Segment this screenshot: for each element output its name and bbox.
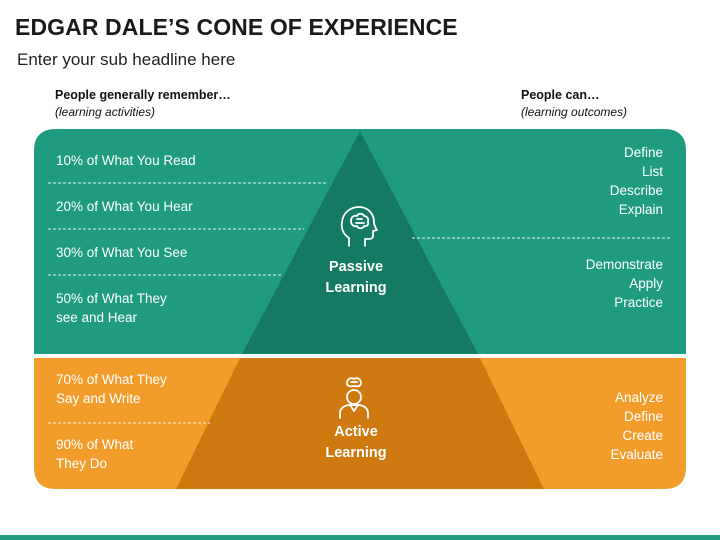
activity-read: 10% of What You Read: [56, 153, 196, 168]
right-column-header: People can… (learning outcomes): [521, 87, 627, 121]
activity-hear: 20% of What You Hear: [56, 199, 193, 214]
outcomes-passive-1: Define List Describe Explain: [609, 145, 663, 217]
outcomes-passive-2: Demonstrate Apply Practice: [585, 257, 663, 310]
left-column-title: People generally remember…: [55, 88, 231, 102]
activity-see-and-hear: 50% of What They see and Hear: [56, 291, 167, 325]
right-column-title: People can…: [521, 88, 600, 102]
cone-top: [242, 131, 478, 354]
head-brain-icon: [340, 206, 378, 247]
activity-say-and-write: 70% of What They Say and Write: [56, 372, 167, 406]
page-subtitle: Enter your sub headline here: [17, 50, 236, 69]
cone-bottom: [176, 358, 544, 489]
page-title: EDGAR DALE’S CONE OF EXPERIENCE: [15, 14, 458, 40]
activity-do: 90% of What They Do: [56, 437, 134, 471]
outcomes-active: Analyze Define Create Evaluate: [610, 390, 663, 462]
left-column-subtitle: (learning activities): [55, 105, 156, 119]
active-learning-label: Active Learning: [325, 424, 387, 461]
bottom-bar: [0, 535, 720, 540]
person-brain-icon: [339, 377, 369, 419]
left-column-header: People generally remember… (learning act…: [55, 87, 231, 121]
right-column-subtitle: (learning outcomes): [521, 105, 628, 119]
activity-see: 30% of What You See: [56, 245, 188, 260]
passive-learning-label: Passive Learning: [325, 259, 387, 296]
